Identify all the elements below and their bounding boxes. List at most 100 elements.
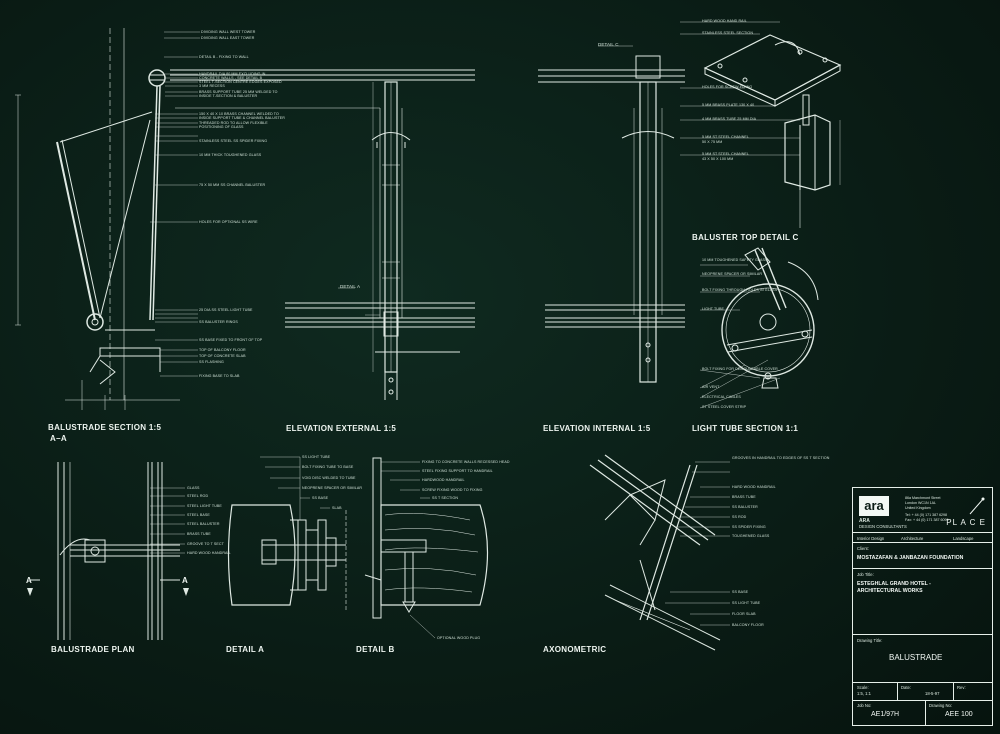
note: ELECTRICAL CABLES <box>702 395 741 399</box>
job-title-caption: Job Title: <box>857 572 874 577</box>
note: HARD WOOD HAND RAIL <box>702 19 747 23</box>
rev-caption: Rev: <box>957 685 966 690</box>
note: 5 MM ST STEEL CHANNEL <box>702 152 750 156</box>
tag-detail-c: DETAIL C <box>598 42 619 47</box>
note: CONCRETE WALLS - SEE DETAIL B <box>199 76 263 80</box>
note: INSIDE T-SECTION & BALUSTER <box>199 94 258 98</box>
note: SS LIGHT TUBE <box>732 601 761 605</box>
title-axonometric: AXONOMETRIC <box>543 645 607 654</box>
note: NEOPRENE SPACER OR SIMILAR <box>302 486 363 490</box>
ara-logo: ara <box>859 496 889 516</box>
note: STAINLESS STEEL SECTION <box>702 31 754 35</box>
title-section-marker: A–A <box>50 434 67 443</box>
note: LIGHT TUBE <box>702 307 725 311</box>
drawing-no: AEE 100 <box>945 711 973 718</box>
note: STEEL FIXING SUPPORT TO HANDRAIL <box>422 469 493 473</box>
note: HANDRAIL DIA 80 MM EXCLUDING IN <box>199 72 266 76</box>
title-balustrade-plan: BALUSTRADE PLAN <box>51 645 135 654</box>
note: POSITIONING OF GLASS <box>199 125 244 129</box>
note: 10 MM TOUGHENED SAFETY GLASS <box>702 258 768 262</box>
note: DIVIDING WALL WEST TOWER <box>201 30 256 34</box>
note: BRASS TUBE <box>732 495 756 499</box>
title-elevation-external: ELEVATION EXTERNAL 1:5 <box>286 424 397 433</box>
note: BRASS TUBE <box>187 532 211 536</box>
date-caption: Date: <box>901 685 912 690</box>
note: HARD WOOD HANDRAIL <box>732 485 776 489</box>
note: FLOOR SLAB <box>732 612 756 616</box>
note: FIXING BASE TO SLAB <box>199 374 240 378</box>
note: SS FLASHING <box>199 360 224 364</box>
note: 50 x 75 MM <box>702 140 723 144</box>
note: STEEL BASE <box>187 513 210 517</box>
note: DIVIDING WALL EAST TOWER <box>201 36 255 40</box>
note: THREADED ROD TO ALLOW FLEXIBLE <box>199 121 268 125</box>
tag-detail-a: DETAIL A <box>340 284 361 289</box>
discipline: Architecture <box>901 536 924 541</box>
client-name: MOSTAZAFAN & JANBAZAN FOUNDATION <box>857 555 964 561</box>
address-line: Tel: + 44 (0) 171 387 6298 <box>905 513 948 517</box>
note: STAINLESS STEEL SS SPIDER FIXING <box>199 139 268 143</box>
section-marker-right: A <box>182 576 189 585</box>
elevation-external-drawing <box>170 69 475 400</box>
note: SS LIGHT TUBE <box>302 455 331 459</box>
job-no-row: Job No: AE1/97H Drawing No: AEE 100 <box>853 700 992 726</box>
scale-date-row: Scale: 1:5, 1:1 Date: 18-5-97 Rev: <box>853 682 992 701</box>
client-row: Client: MOSTAZAFAN & JANBAZAN FOUNDATION <box>853 542 992 568</box>
note: SCREW FIXING WOOD TO FIXING <box>422 488 483 492</box>
note: SS ROD <box>732 515 747 519</box>
scale-value: 1:5, 1:1 <box>857 691 871 696</box>
job-title-line: ARCHITECTURAL WORKS <box>857 588 923 594</box>
discipline: Landscape <box>953 536 974 541</box>
note: ST STEEL COVER STRIP <box>702 405 747 409</box>
note: 150 x 40 x 10 BRASS CHANNEL WELDED TO <box>199 112 279 116</box>
job-title-line: ESTEGHLAL GRAND HOTEL - <box>857 581 931 587</box>
note: TOP OF CONCRETE SLAB <box>199 354 246 358</box>
note: 5 MM BRASS PLATE 130 x 40 <box>702 103 755 107</box>
place-logo: PL A C E <box>946 518 986 527</box>
title-balustrade-section: BALUSTRADE SECTION 1:5 <box>48 423 162 432</box>
scale-caption: Scale: <box>857 685 869 690</box>
balustrade-plan-drawing <box>30 462 185 640</box>
title-elevation-internal: ELEVATION INTERNAL 1:5 <box>543 424 651 433</box>
job-no-caption: Job No: <box>857 703 872 708</box>
title-light-tube-section: LIGHT TUBE SECTION 1:1 <box>692 424 799 433</box>
note: OPTIONAL WOOD PLUG <box>437 636 481 640</box>
note: 10 MM THICK TOUGHENED GLASS <box>199 153 262 157</box>
note: INSIDE SUPPORT TUBE & CHANNEL BALUSTER <box>199 116 285 120</box>
note: SS BASE FIXED TO FRONT OF TOP <box>199 338 263 342</box>
address-line: 86a Marchmont Street <box>905 496 941 500</box>
address-line: Fax: + 44 (0) 171 387 6099 <box>905 518 949 522</box>
disciplines-row: Interior Design Architecture Landscape <box>853 532 992 542</box>
title-block: ara 86a Marchmont Street London WC1N 1AL… <box>852 487 993 726</box>
note: 3 MM RECESS <box>199 84 225 88</box>
note: TOUGHENED GLASS <box>732 534 770 538</box>
drawing-title-caption: Drawing Title: <box>857 638 883 643</box>
drawing-title: BALUSTRADE <box>889 653 943 662</box>
note: TOP OF BALCONY FLOOR <box>199 348 246 352</box>
detail-a-drawing <box>227 456 347 610</box>
note: GLASS <box>187 486 200 490</box>
detail-b-drawing <box>364 457 489 639</box>
note: 43 x 50 x 100 MM <box>702 157 734 161</box>
note: SLAB <box>332 506 342 510</box>
note: FIXING TO CONCRETE WALLS RECESSED HEAD <box>422 460 510 464</box>
baluster-top-detail-drawing <box>680 21 842 228</box>
note: SS BALUSTER <box>732 505 758 509</box>
title-detail-a: DETAIL A <box>226 645 265 654</box>
note: SS T SECTION <box>432 496 459 500</box>
note: SS BALUSTER RINGS <box>199 320 238 324</box>
elevation-internal-drawing <box>538 45 685 383</box>
note: HOLES FOR OPTIONAL SS WIRE <box>199 220 258 224</box>
note: 4 MM BRASS TUBE 25 MM DIA <box>702 117 757 121</box>
job-title-row: Job Title: ESTEGHLAL GRAND HOTEL - ARCHI… <box>853 568 992 634</box>
note: VOID DISC WELDED TO TUBE <box>302 476 356 480</box>
note: STEEL BALUSTER <box>187 522 220 526</box>
balustrade-section-drawing <box>15 28 200 410</box>
client-caption: Client: <box>857 546 869 551</box>
note: HOLES FOR SCREW FIXING <box>702 85 753 89</box>
address-line: United Kingdom <box>905 506 931 510</box>
section-marker-left: A <box>26 576 33 585</box>
note: BOLT FIXING FOR DEMOUNTABLE COVER <box>702 367 778 371</box>
